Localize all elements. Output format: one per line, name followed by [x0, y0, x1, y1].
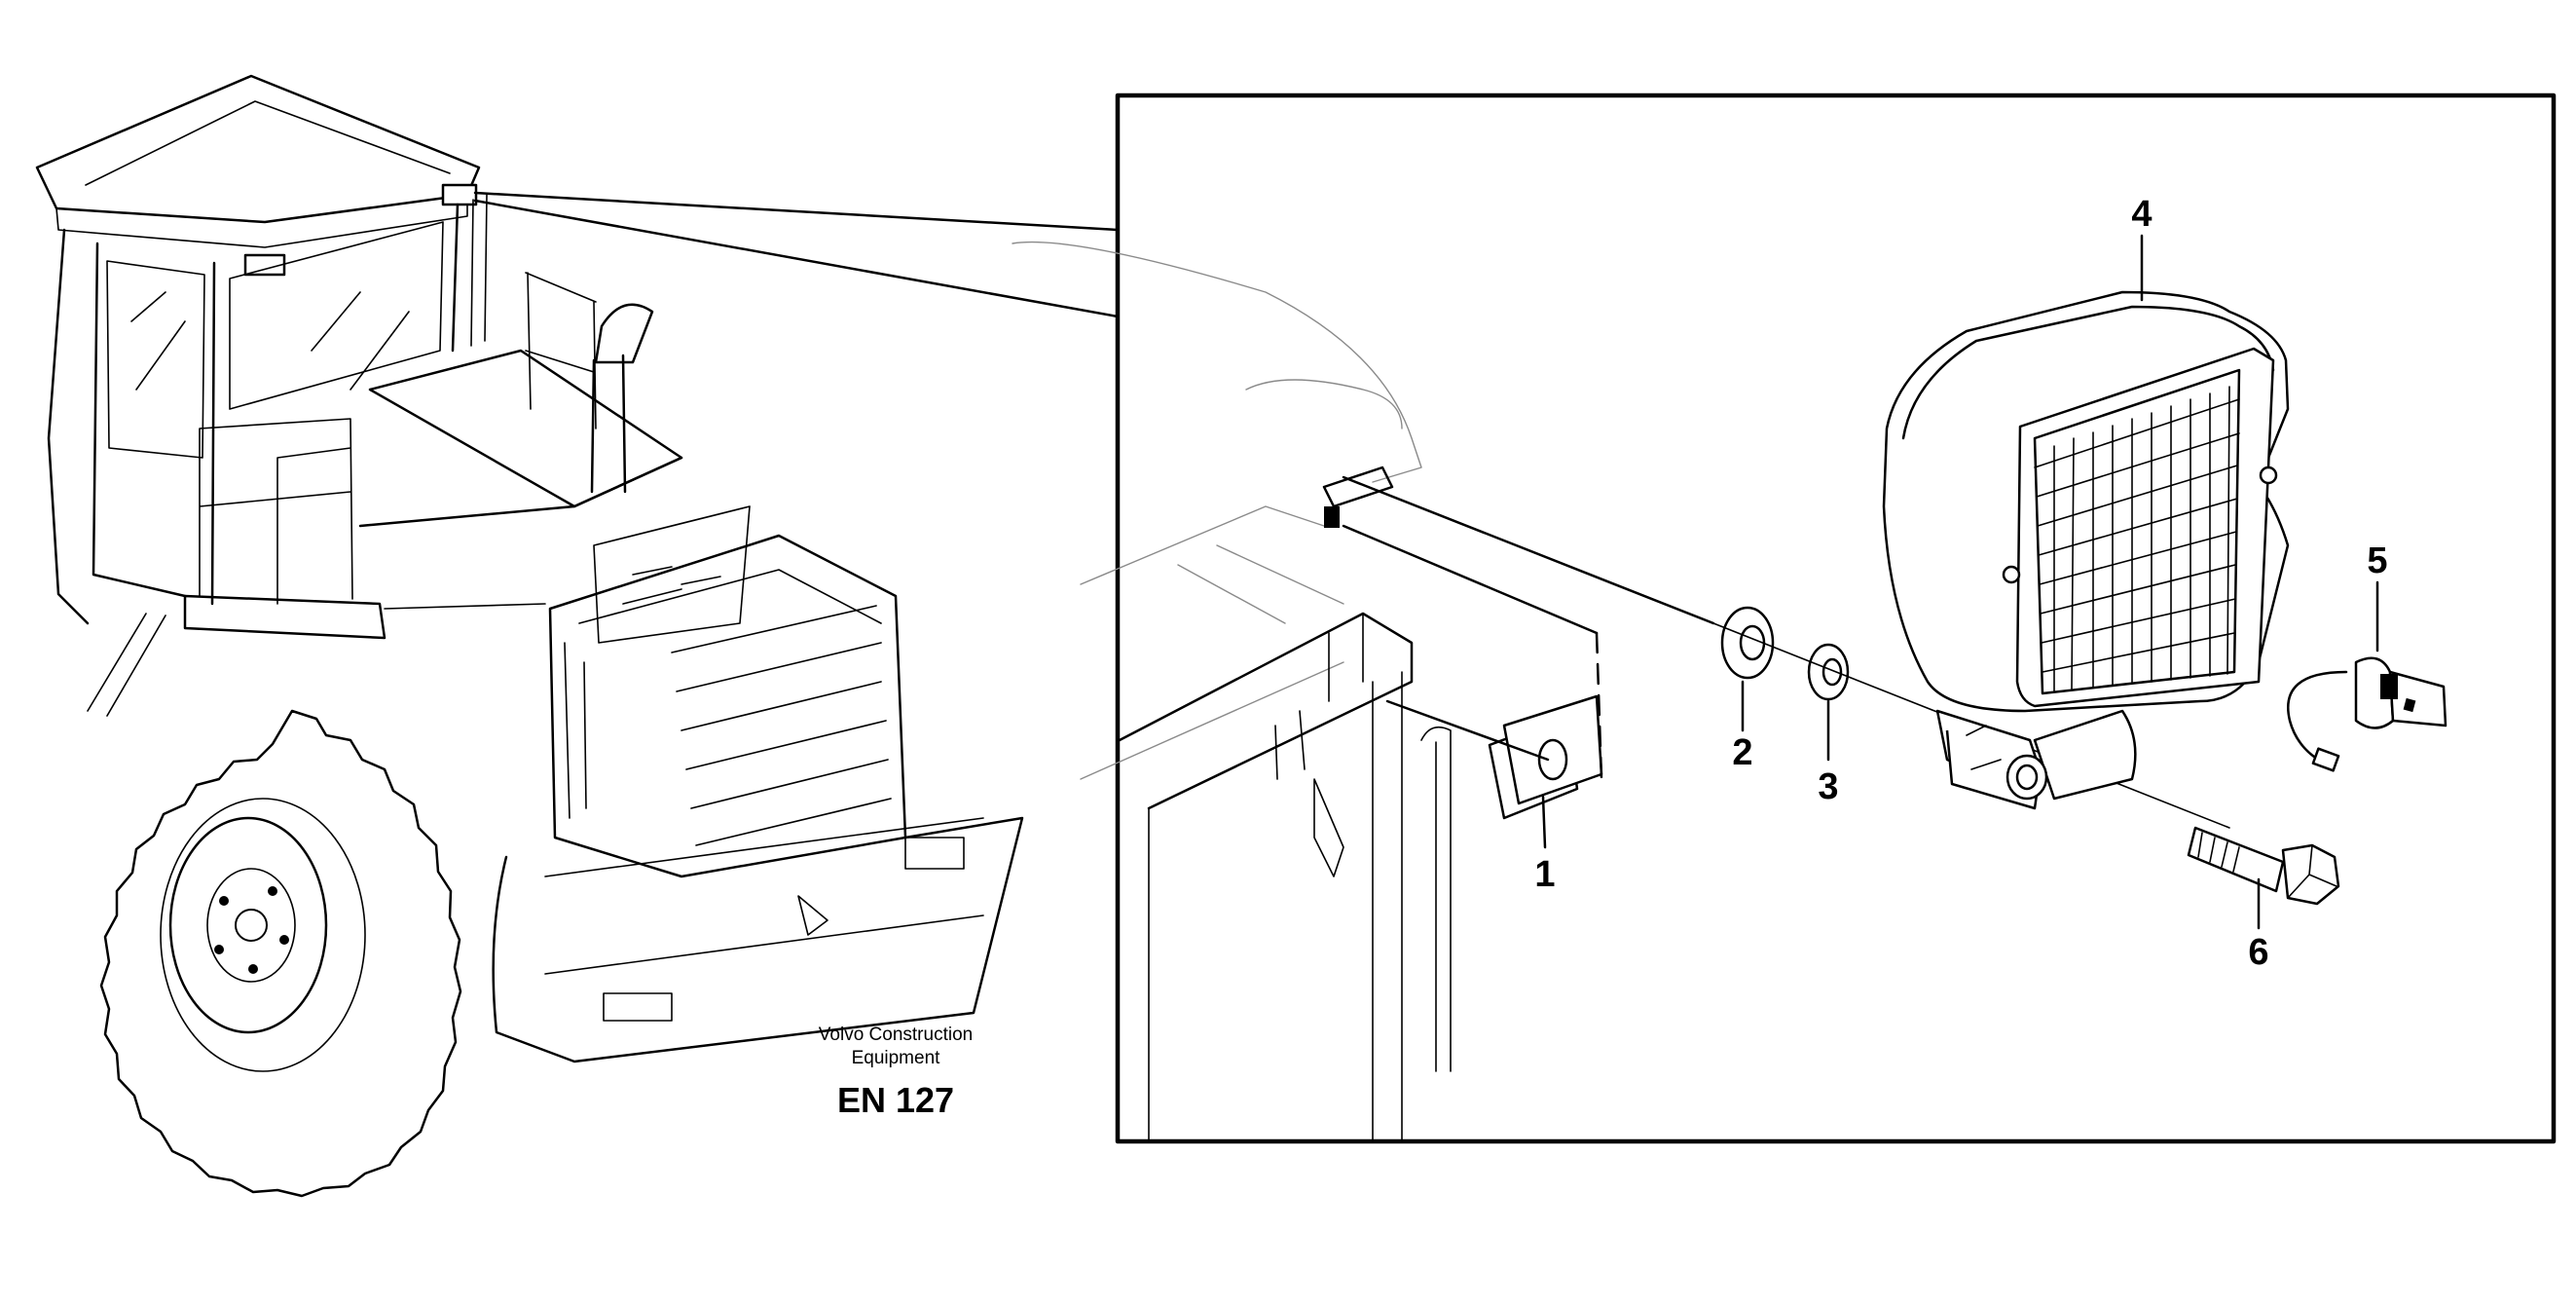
bolt — [2187, 826, 2340, 906]
work-lamp — [1882, 290, 2290, 810]
clip-nut — [1385, 694, 1603, 820]
cab-work-light-right — [441, 183, 478, 206]
callout-4: 4 — [2131, 194, 2152, 235]
callout-leader-1 — [1541, 795, 1547, 849]
publisher-line-2: Equipment — [852, 1048, 941, 1068]
callout-6: 6 — [2248, 932, 2268, 973]
callout-2: 2 — [1732, 732, 1752, 773]
flat-washer — [1807, 643, 1850, 701]
front-tire — [99, 709, 462, 1198]
wheel-loader-illustration — [35, 74, 1120, 1198]
detail-leader-upper — [473, 191, 1120, 232]
lamp-bulb — [2287, 656, 2447, 772]
spacer-washer — [1720, 606, 1775, 680]
publisher-line-1: Volvo Construction — [819, 1025, 973, 1045]
detail-view-frame — [1115, 93, 2557, 1144]
drawing-code: EN 127 — [837, 1080, 954, 1120]
callout-3: 3 — [1818, 766, 1838, 807]
detail-leader-lower — [473, 199, 1120, 318]
callout-1: 1 — [1534, 854, 1555, 895]
cab-work-light-left — [243, 253, 286, 277]
detail-view: 1 2 3 4 5 6 — [1012, 194, 2447, 1142]
callout-5: 5 — [2367, 541, 2387, 581]
